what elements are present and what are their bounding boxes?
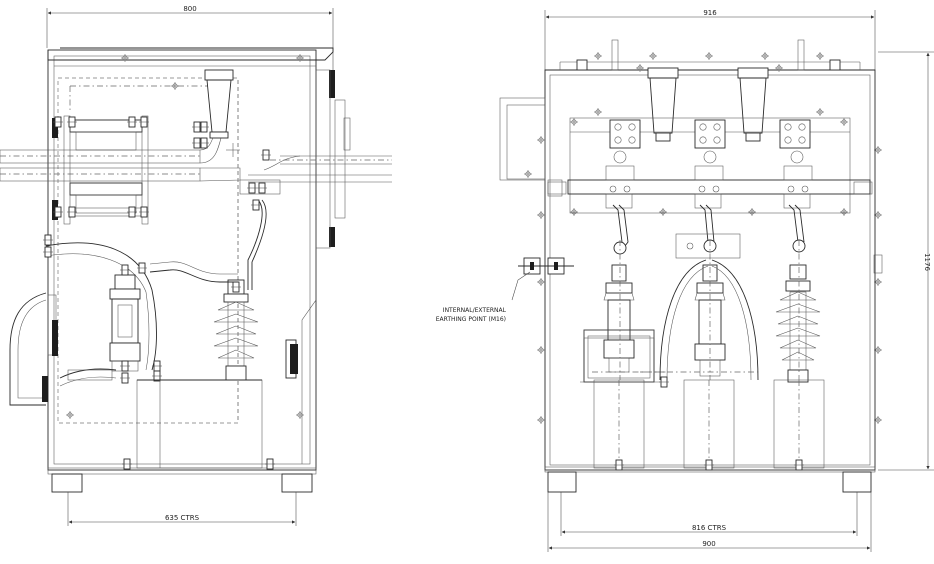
earthing-point <box>518 257 574 275</box>
earthing-note-line1: INTERNAL/EXTERNAL <box>443 307 507 314</box>
pole-1-current-transformer <box>603 264 635 373</box>
right-base-label: 900 <box>702 540 715 548</box>
right-foot-left <box>547 471 577 493</box>
right-width-dimension: 916 <box>544 9 876 70</box>
left-busbars <box>0 131 392 183</box>
right-ctrs-dimension: 816 CTRS <box>560 492 858 536</box>
left-width-label: 800 <box>183 5 196 13</box>
right-base-dimension: 900 <box>547 492 872 552</box>
terminal-block-2 <box>694 119 726 209</box>
left-width-dimension: 800 <box>46 5 334 70</box>
right-height-dimension: 1176 <box>878 51 934 471</box>
support-insulator-left <box>213 279 259 381</box>
right-width-label: 916 <box>703 9 717 17</box>
left-foot-right <box>281 473 313 493</box>
lower-current-transformer <box>109 274 141 372</box>
right-foot-right <box>842 471 872 493</box>
earthing-note-line2: EARTHING POINT (M16) <box>436 316 506 323</box>
left-enclosure <box>47 49 317 471</box>
terminal-block-3 <box>779 119 813 209</box>
left-foot-left <box>51 473 83 493</box>
top-bushing <box>204 69 234 139</box>
front-elevation-view: 916 1176 <box>436 9 934 552</box>
side-elevation-view: 800 <box>0 5 392 526</box>
top-bushing-1 <box>647 67 679 142</box>
right-height-label: 1176 <box>923 253 931 271</box>
terminal-block-1 <box>605 119 641 209</box>
right-ctrs-label: 816 CTRS <box>692 524 727 532</box>
left-ctrs-dimension: 635 CTRS <box>67 492 297 526</box>
pole-3-support-insulator <box>775 264 821 383</box>
top-bushing-2 <box>737 67 769 142</box>
left-ctrs-label: 635 CTRS <box>165 514 200 522</box>
